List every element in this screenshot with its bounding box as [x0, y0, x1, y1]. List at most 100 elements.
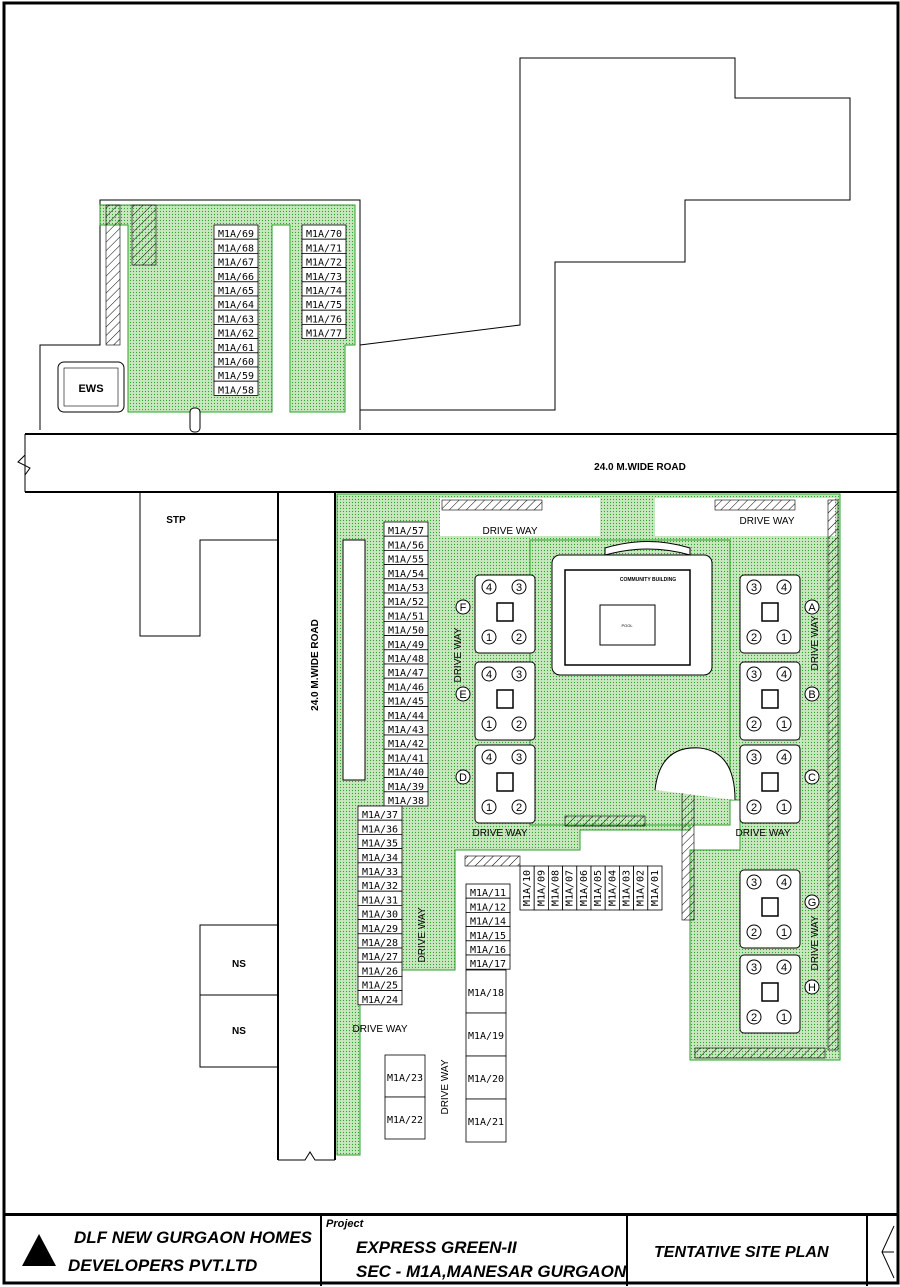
- unit-label: M1A/58: [218, 385, 254, 396]
- unit-label: M1A/27: [362, 952, 398, 963]
- ews-label: EWS: [78, 383, 103, 395]
- unit-label: M1A/37: [362, 810, 398, 821]
- unit-label: M1A/66: [218, 272, 254, 283]
- north-gate: [189, 407, 201, 433]
- top-road-label: 24.0 M.WIDE ROAD: [594, 462, 686, 473]
- turning-curve: [654, 747, 736, 801]
- unit-plot: [465, 1055, 507, 1100]
- side-road-break: [278, 1151, 335, 1161]
- drive-way-10: DRIVE WAY: [440, 1059, 451, 1114]
- company-logo-icon: [22, 1234, 56, 1266]
- unit-label: M1A/43: [388, 725, 424, 736]
- unit-label: M1A/60: [218, 357, 254, 368]
- unit-label: M1A/75: [306, 300, 342, 311]
- flat-number: 3: [751, 752, 757, 764]
- drive-way-4: DRIVE WAY: [735, 828, 790, 839]
- unit-label: M1A/26: [362, 966, 398, 977]
- unit-label: M1A/56: [388, 540, 424, 551]
- unit-label: M1A/47: [388, 668, 424, 679]
- flat-number: 2: [751, 927, 757, 939]
- unit-label: M1A/46: [388, 682, 424, 693]
- drop-off-arc: [604, 541, 691, 556]
- north-parking-hatch: [105, 204, 121, 346]
- unit-plot: [465, 954, 511, 970]
- drive-way-5: DRIVE WAY: [352, 1024, 407, 1035]
- drawing-title: TENTATIVE SITE PLAN: [654, 1244, 829, 1261]
- unit-label: M1A/23: [387, 1073, 423, 1084]
- tower-label: F: [460, 602, 467, 614]
- flat-number: 3: [751, 877, 757, 889]
- unit-label: M1A/29: [362, 924, 398, 935]
- unit-label: M1A/69: [218, 229, 254, 240]
- tower-label: E: [459, 689, 466, 701]
- unit-label: M1A/34: [362, 853, 398, 864]
- unit-label: M1A/24: [362, 995, 398, 1006]
- tower-label: G: [808, 897, 817, 909]
- unit-label: M1A/12: [470, 902, 506, 913]
- title-block: DLF NEW GURGAON HOMES DEVELOPERS PVT.LTD…: [4, 1213, 898, 1286]
- unit-label: M1A/21: [468, 1117, 504, 1128]
- unit-plot: [384, 1096, 426, 1140]
- unit-plot: [301, 323, 347, 339]
- unit-label: M1A/08: [551, 870, 562, 906]
- unit-label: M1A/05: [593, 870, 604, 906]
- unit-plot: [465, 969, 507, 1014]
- flat-number: 1: [486, 719, 492, 731]
- unit-label: M1A/04: [607, 870, 618, 906]
- flat-number: 4: [486, 669, 492, 681]
- parking-hatch-top-2: [714, 499, 796, 511]
- unit-label: M1A/10: [522, 870, 533, 906]
- unit-plot: [383, 791, 429, 807]
- project-cell: Project EXPRESS GREEN-II SEC - M1A,MANES…: [322, 1216, 628, 1286]
- flat-number: 4: [781, 669, 787, 681]
- unit-label: M1A/51: [388, 611, 424, 622]
- unit-label: M1A/42: [388, 739, 424, 750]
- unit-label: M1A/54: [388, 569, 424, 580]
- flat-number: 1: [781, 802, 787, 814]
- side-road-label: 24.0 M.WIDE ROAD: [310, 619, 321, 711]
- flat-number: 4: [781, 962, 787, 974]
- parking-hatch-mid: [564, 815, 646, 827]
- flat-number: 3: [516, 582, 522, 594]
- unit-plot: [357, 990, 403, 1006]
- tower-label: A: [808, 602, 816, 614]
- north-arrow-icon: [881, 1225, 895, 1279]
- unit-label: M1A/36: [362, 824, 398, 835]
- unit-label: M1A/74: [306, 286, 342, 297]
- unit-label: M1A/55: [388, 555, 424, 566]
- drive-way-6: DRIVE WAY: [453, 627, 464, 682]
- unit-label: M1A/52: [388, 597, 424, 608]
- unit-label: M1A/53: [388, 583, 424, 594]
- ews-inner: [63, 367, 119, 407]
- flat-number: 1: [781, 927, 787, 939]
- stp-outline: [139, 492, 279, 637]
- project-location: SEC - M1A,MANESAR GURGAON: [356, 1262, 627, 1281]
- flat-number: 2: [516, 719, 522, 731]
- flat-number: 2: [751, 632, 757, 644]
- flat-number: 1: [781, 1012, 787, 1024]
- drive-way-2: DRIVE WAY: [739, 516, 794, 527]
- flat-number: 4: [781, 582, 787, 594]
- unit-label: M1A/44: [388, 711, 424, 722]
- drive-way-3: DRIVE WAY: [472, 828, 527, 839]
- company-name-line2: DEVELOPERS PVT.LTD: [68, 1256, 258, 1275]
- unit-label: M1A/19: [468, 1031, 504, 1042]
- tower-label: H: [808, 982, 816, 994]
- tower-label: C: [808, 772, 816, 784]
- flat-number: 3: [751, 582, 757, 594]
- unit-label: M1A/68: [218, 243, 254, 254]
- unit-label: M1A/70: [306, 229, 342, 240]
- tower-label: D: [459, 772, 467, 784]
- ns-block-2: [199, 994, 279, 1068]
- project-label: Project: [326, 1218, 364, 1230]
- ns-block-1: [199, 924, 279, 996]
